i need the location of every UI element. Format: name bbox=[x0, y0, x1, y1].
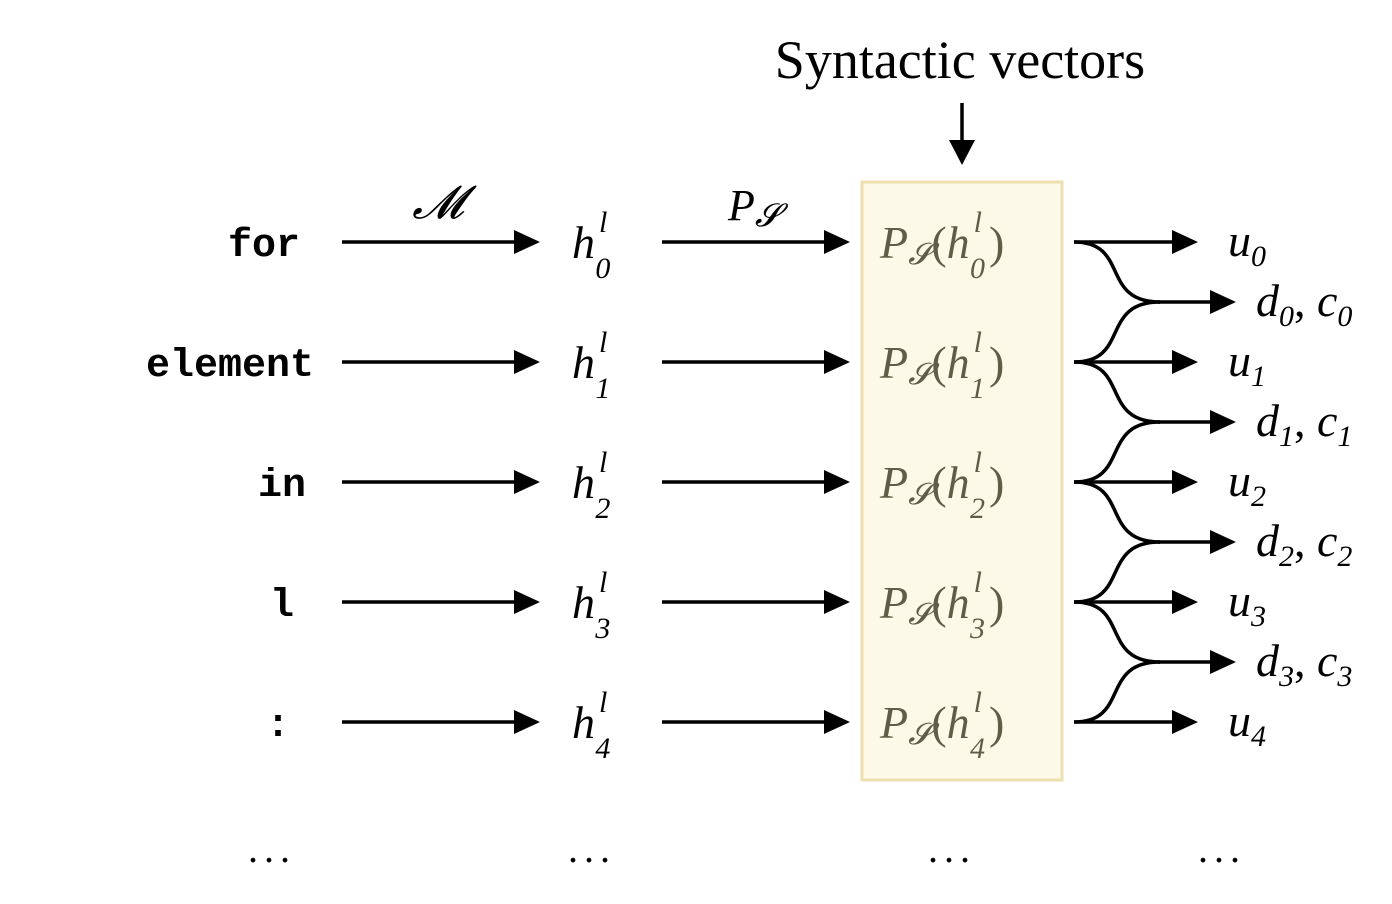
merge-curve-upper bbox=[1073, 480, 1161, 544]
input-token: : bbox=[266, 704, 290, 749]
u-output-arrow bbox=[1074, 470, 1198, 494]
u-output-arrow bbox=[1074, 590, 1198, 614]
syntactic-vectors-box bbox=[860, 180, 1064, 782]
merge-curve-lower bbox=[1073, 660, 1161, 724]
u-output: u2 bbox=[1228, 455, 1266, 513]
dc-output-arrow bbox=[1158, 530, 1236, 554]
merge-curve-upper bbox=[1073, 360, 1161, 424]
dc-output-arrow bbox=[1158, 290, 1236, 314]
model-arrow bbox=[342, 230, 540, 254]
merge-curve-lower bbox=[1073, 540, 1161, 604]
projection-arrow bbox=[662, 350, 850, 374]
diagram-title: Syntactic vectors bbox=[775, 30, 1145, 90]
curves-layer: d0, c0 d1, c1 d2, c2 d3, c3 bbox=[1073, 240, 1352, 724]
u-output: u4 bbox=[1228, 695, 1266, 753]
dc-output-arrow bbox=[1158, 650, 1236, 674]
projection-arrow bbox=[662, 710, 850, 734]
input-token: l bbox=[270, 584, 294, 629]
title-down-arrow bbox=[949, 103, 975, 165]
input-token: for bbox=[228, 224, 300, 269]
u-output: u3 bbox=[1228, 575, 1266, 633]
model-arrow bbox=[342, 590, 540, 614]
u-output-arrow bbox=[1074, 710, 1198, 734]
input-token: element bbox=[146, 344, 314, 389]
dc-output: d1, c1 bbox=[1256, 395, 1352, 453]
input-token: in bbox=[258, 464, 306, 509]
dc-output: d3, c3 bbox=[1256, 635, 1352, 693]
dc-output-arrow bbox=[1158, 410, 1236, 434]
merge-curve-lower bbox=[1073, 420, 1161, 484]
model-label: 𝓜 bbox=[412, 177, 477, 228]
merge-curve-lower bbox=[1073, 300, 1161, 364]
projection-arrow bbox=[662, 470, 850, 494]
tokens-ellipsis: ... bbox=[248, 826, 296, 871]
model-arrow bbox=[342, 350, 540, 374]
u-output-arrow bbox=[1074, 230, 1198, 254]
u-output: u1 bbox=[1228, 335, 1266, 393]
dc-output: d0, c0 bbox=[1256, 275, 1352, 333]
hidden-ellipsis: ... bbox=[568, 826, 616, 871]
outputs-ellipsis: ... bbox=[1198, 826, 1246, 871]
projection-arrow bbox=[662, 590, 850, 614]
u-output-arrow bbox=[1074, 350, 1198, 374]
merge-curve-upper bbox=[1073, 600, 1161, 664]
model-arrow bbox=[342, 470, 540, 494]
model-arrow bbox=[342, 710, 540, 734]
u-output: u0 bbox=[1228, 215, 1266, 273]
projection-label: P𝓢 bbox=[727, 181, 789, 233]
projected-ellipsis: ... bbox=[928, 826, 976, 871]
projection-arrow bbox=[662, 230, 850, 254]
dc-output: d2, c2 bbox=[1256, 515, 1352, 573]
merge-curve-upper bbox=[1073, 240, 1161, 304]
